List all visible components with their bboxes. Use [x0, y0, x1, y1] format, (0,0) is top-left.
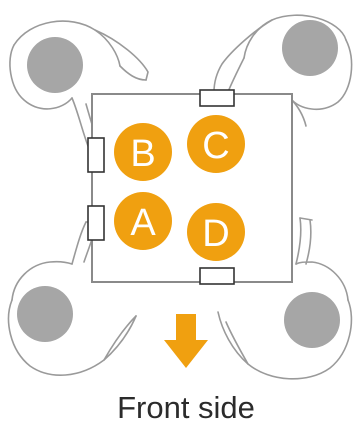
seat-a: A — [114, 192, 172, 250]
seat-a-label: A — [130, 202, 156, 244]
slot-top — [199, 89, 235, 107]
slot-bottom — [199, 267, 235, 285]
seat-c: C — [187, 115, 245, 173]
head-top-right — [282, 20, 338, 76]
seat-b-label: B — [130, 133, 155, 175]
seat-d: D — [187, 203, 245, 261]
seat-b: B — [114, 123, 172, 181]
seat-d-circle — [187, 203, 245, 261]
slot-left-upper — [87, 137, 105, 173]
arrow-down-icon — [164, 314, 208, 368]
person-bottom-right — [217, 217, 353, 380]
slot-left-lower — [87, 205, 105, 241]
head-bottom-right — [284, 292, 340, 348]
head-top-left — [27, 37, 83, 93]
seat-a-circle — [114, 192, 172, 250]
seat-b-circle — [114, 123, 172, 181]
head-bottom-left — [17, 286, 73, 342]
seat-c-label: C — [202, 125, 229, 167]
direction-label: Front side — [117, 390, 255, 425]
seat-d-label: D — [202, 213, 229, 255]
seat-c-circle — [187, 115, 245, 173]
table — [91, 93, 293, 283]
